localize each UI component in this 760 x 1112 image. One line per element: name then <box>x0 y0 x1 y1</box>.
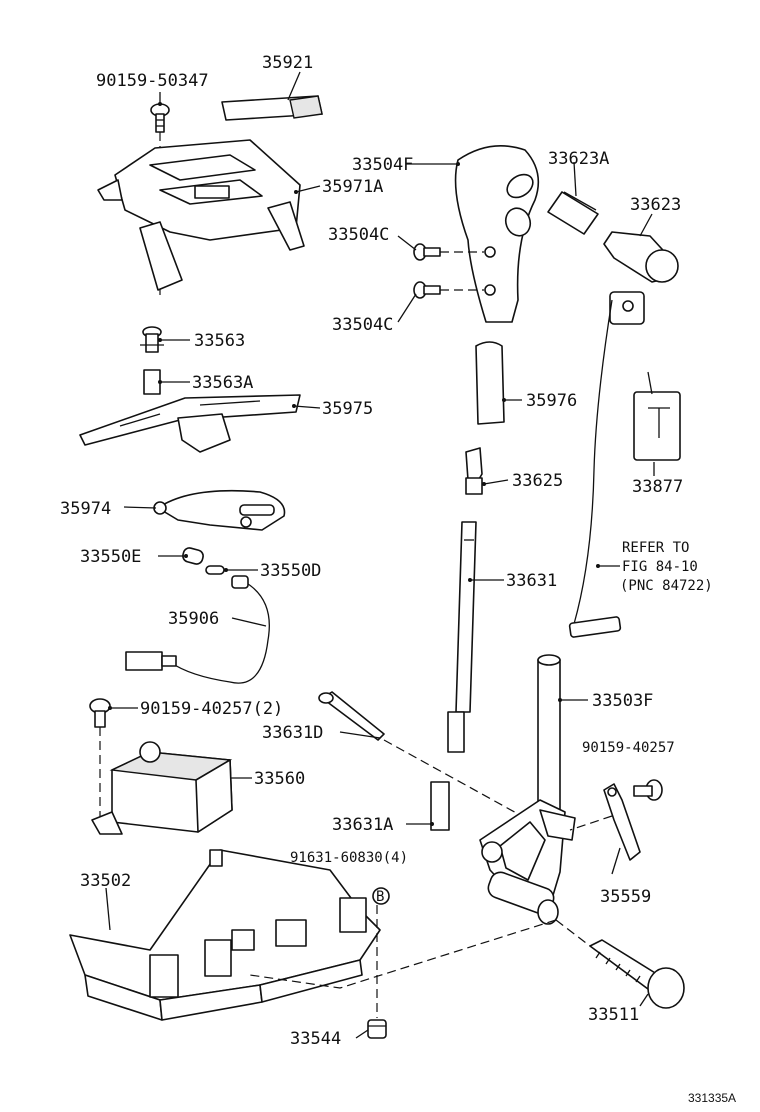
label-35559: 35559 <box>600 887 651 907</box>
label-35906: 35906 <box>168 609 219 629</box>
lever-33503F <box>479 654 576 925</box>
leader-dots <box>108 102 600 826</box>
label-33550E: 33550E <box>80 547 141 567</box>
screw-33504C-bottom <box>413 281 441 299</box>
part-labels: 90159-50347 35921 35971A 33563 33563A 35… <box>60 53 683 1049</box>
label-33502: 33502 <box>80 871 131 891</box>
bushing-33544 <box>367 1019 387 1039</box>
label-33563A: 33563A <box>192 373 253 393</box>
refer-note: REFER TO FIG 84-10 (PNC 84722) <box>620 540 713 594</box>
leader-lines <box>105 71 655 1039</box>
refer-line-2: FIG 84-10 <box>622 559 698 575</box>
label-33560: 33560 <box>254 769 305 789</box>
label-35974: 35974 <box>60 499 111 519</box>
marker-b-text: B <box>376 889 384 905</box>
marker-b: B <box>372 887 390 905</box>
label-33631: 33631 <box>506 571 557 591</box>
label-91631-60830: 91631-60830(4) <box>290 850 408 866</box>
label-33504F: 33504F <box>352 155 413 175</box>
label-35921: 35921 <box>262 53 313 73</box>
bolt-33511 <box>589 939 685 1009</box>
bracket-35559 <box>603 783 641 861</box>
bolt-guide-b <box>249 919 557 989</box>
shift-knob-33504F <box>454 144 540 323</box>
refer-line-1: REFER TO <box>622 540 689 556</box>
clip-33550E <box>182 547 204 565</box>
spring-33631A <box>430 781 450 831</box>
label-33625: 33625 <box>512 471 563 491</box>
spring-33623A <box>547 191 599 235</box>
switch-wire <box>568 291 645 638</box>
label-33504C-bottom: 33504C <box>332 315 393 335</box>
pin-33550D <box>205 565 225 575</box>
cable-35906 <box>125 575 270 684</box>
screw-33504C-top <box>413 243 441 261</box>
bolt-90159-40257 <box>633 779 663 801</box>
shift-cover-35971A <box>97 139 305 291</box>
label-33503F: 33503F <box>592 691 653 711</box>
label-33877: 33877 <box>632 477 683 497</box>
button-33623 <box>603 231 679 283</box>
label-35976: 35976 <box>526 391 577 411</box>
bracket-guide <box>569 815 613 831</box>
screw-90159-50347 <box>150 103 170 133</box>
pin-guide-line <box>383 739 521 816</box>
solenoid-33560 <box>91 741 233 835</box>
detent-lever-35974 <box>153 489 286 531</box>
figure-code: 331335A <box>688 1091 736 1105</box>
sleeve-35976 <box>475 341 505 425</box>
label-33563: 33563 <box>194 331 245 351</box>
label-90159-40257: 90159-40257 <box>582 740 675 756</box>
label-33623A: 33623A <box>548 149 609 169</box>
tag-33877 <box>633 371 681 461</box>
label-90159-40257-x2: 90159-40257(2) <box>140 699 283 719</box>
label-33631D: 33631D <box>262 723 323 743</box>
label-90159-50347: 90159-50347 <box>96 71 209 91</box>
screw-90159-40257-x2 <box>89 698 111 728</box>
label-33511: 33511 <box>588 1005 639 1025</box>
tip-33625 <box>465 447 483 495</box>
label-33504C-top: 33504C <box>328 225 389 245</box>
slide-plate-35975 <box>79 394 301 453</box>
label-33631A: 33631A <box>332 815 393 835</box>
label-33550D: 33550D <box>260 561 321 581</box>
pin-33631D <box>318 691 385 741</box>
label-35971A: 35971A <box>322 177 383 197</box>
label-33544: 33544 <box>290 1029 341 1049</box>
label-plate-35921 <box>221 95 323 121</box>
rod-33631 <box>447 521 477 753</box>
label-33623: 33623 <box>630 195 681 215</box>
bolt-guide-a <box>555 919 591 947</box>
label-35975: 35975 <box>322 399 373 419</box>
base-plate-33502 <box>69 849 381 1021</box>
refer-line-3: (PNC 84722) <box>620 578 713 594</box>
spring-33563A <box>143 369 161 395</box>
pin-33563 <box>140 326 164 353</box>
